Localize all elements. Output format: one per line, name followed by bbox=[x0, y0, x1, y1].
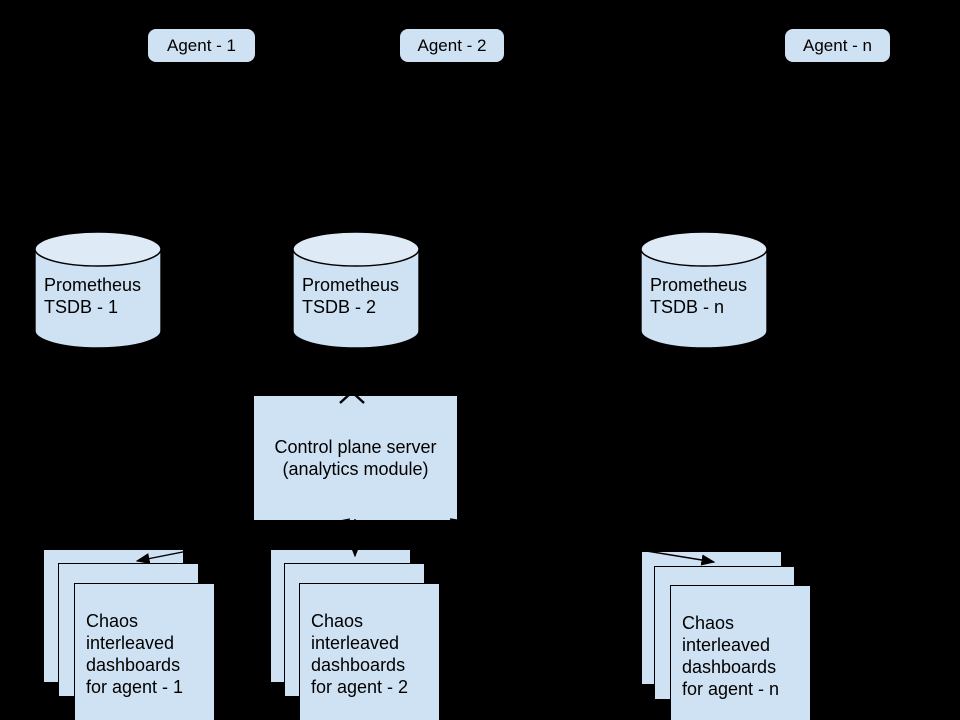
dashboard-n-label: Chaos interleaved dashboards for agent -… bbox=[682, 613, 780, 699]
agent-2-label: Agent - 2 bbox=[417, 35, 487, 55]
dashboard-2-label: Chaos interleaved dashboards for agent -… bbox=[311, 611, 409, 697]
agent-n-node: Agent - n bbox=[785, 29, 890, 62]
tsdb-1-cylinder: Prometheus TSDB - 1 bbox=[33, 230, 163, 350]
cylinder-body bbox=[34, 249, 162, 349]
agent-1-node: Agent - 1 bbox=[148, 29, 255, 62]
tsdb-n-label: Prometheus TSDB - n bbox=[650, 275, 748, 317]
tsdb-1-label: Prometheus TSDB - 1 bbox=[44, 275, 142, 317]
tsdb-n-cylinder: Prometheus TSDB - n bbox=[639, 230, 769, 350]
cylinder-body bbox=[292, 249, 420, 349]
dashboard-page-front: Chaos interleaved dashboards for agent -… bbox=[74, 583, 215, 720]
dashboard-page-front: Chaos interleaved dashboards for agent -… bbox=[670, 585, 811, 720]
database-cylinder-icon bbox=[292, 231, 420, 349]
agent-2-node: Agent - 2 bbox=[400, 29, 504, 62]
database-cylinder-icon bbox=[34, 231, 162, 349]
cylinder-body bbox=[640, 249, 768, 349]
cylinder-top bbox=[292, 231, 420, 267]
cylinder-top bbox=[34, 231, 162, 267]
cylinder-top bbox=[640, 231, 768, 267]
control-plane-node: Control plane server (analytics module) bbox=[254, 396, 457, 520]
tsdb-2-cylinder: Prometheus TSDB - 2 bbox=[291, 230, 421, 350]
control-plane-label: Control plane server (analytics module) bbox=[274, 437, 437, 479]
database-cylinder-icon bbox=[640, 231, 768, 349]
agent-1-label: Agent - 1 bbox=[167, 35, 236, 55]
dashboard-page-front: Chaos interleaved dashboards for agent -… bbox=[299, 583, 440, 720]
tsdb-2-label: Prometheus TSDB - 2 bbox=[302, 275, 400, 317]
agent-n-label: Agent - n bbox=[803, 35, 872, 55]
dashboard-1-label: Chaos interleaved dashboards for agent -… bbox=[86, 611, 184, 697]
